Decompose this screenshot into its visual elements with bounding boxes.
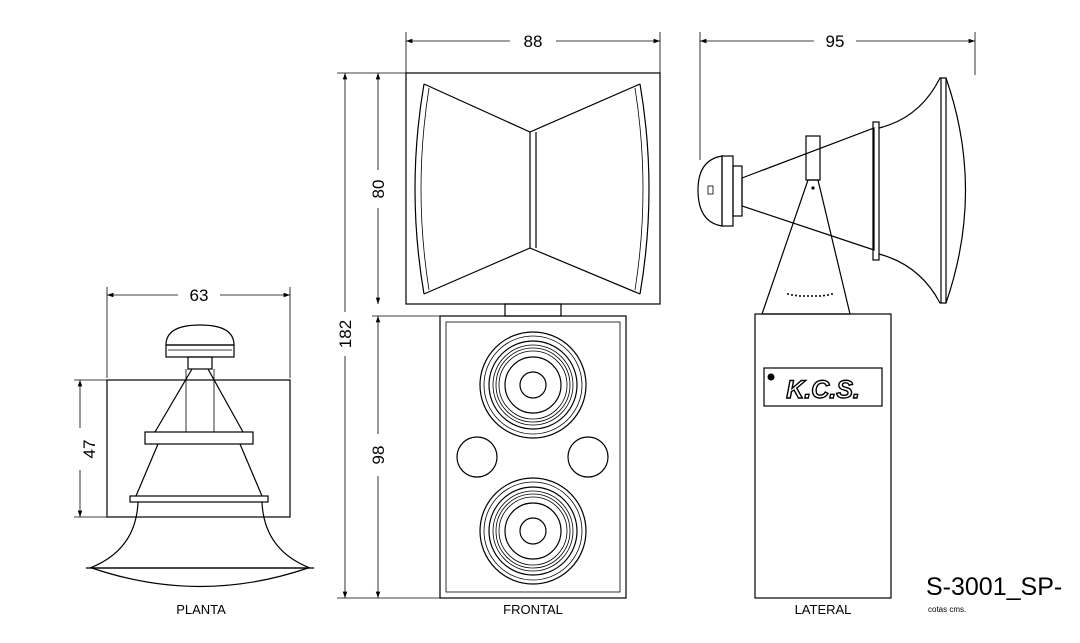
planta-view: 63 47 PLANTA (74, 286, 314, 617)
dim-total-height: 182 (336, 320, 355, 348)
label-frontal: FRONTAL (503, 602, 563, 617)
vent-dots (787, 293, 833, 297)
label-planta: PLANTA (176, 602, 226, 617)
dim-horn-height: 80 (369, 180, 388, 199)
drawing-code: S-3001_SP- (926, 573, 1062, 601)
kcs-logo: K.C.S. (763, 367, 883, 407)
bass-port-right (567, 436, 609, 478)
logo-text: K.C.S. (786, 376, 860, 404)
woofer-upper (479, 331, 587, 439)
lateral-view: 95 K.C.S. LATERAL (697, 32, 976, 617)
dim-cabinet-height: 98 (369, 446, 388, 465)
dim-frontal-width: 88 (524, 32, 543, 51)
dim-planta-depth: 47 (80, 440, 99, 459)
units-note: cotas cms. (928, 605, 966, 614)
bass-port-left (456, 436, 498, 478)
dim-planta-width: 63 (190, 286, 209, 305)
frontal-view: 88 182 80 98 (336, 32, 661, 617)
woofer-lower (479, 477, 587, 585)
dim-lateral-depth: 95 (826, 32, 845, 51)
label-lateral: LATERAL (795, 602, 852, 617)
